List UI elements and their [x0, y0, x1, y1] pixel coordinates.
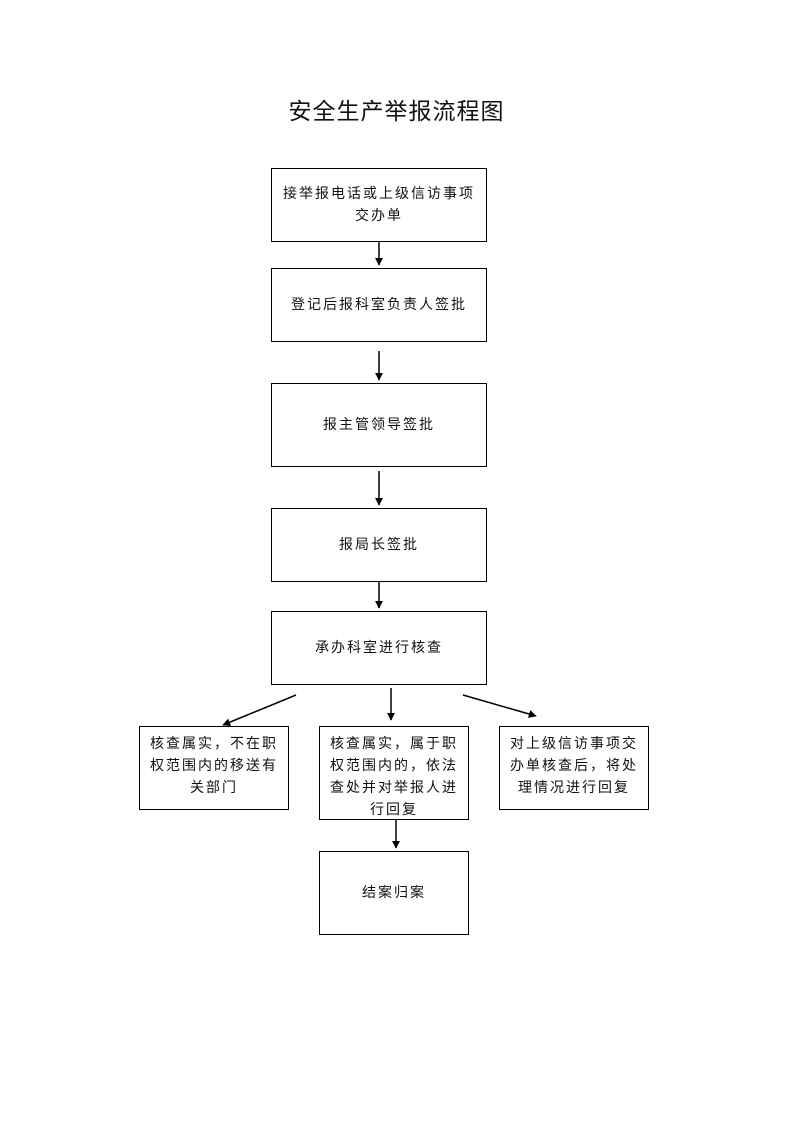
page-title: 安全生产举报流程图 — [288, 99, 505, 125]
branch-investigate-reply: 核查属实，属于职 权范围内的，依法 查处并对举报人进 行回复 — [319, 726, 469, 820]
step-text-line: 承办科室进行核查 — [315, 640, 443, 656]
branch-text-line: 理情况进行回复 — [518, 780, 630, 796]
step-text-line: 交办单 — [355, 208, 403, 224]
branch-reply-superior: 对上级信访事项交 办单核查后，将处 理情况进行回复 — [499, 726, 649, 810]
flow-step-director-approval: 报局长签批 — [271, 508, 487, 582]
flow-step-close-case: 结案归案 — [319, 851, 469, 935]
flow-step-receive-report: 接举报电话或上级信访事项 交办单 — [271, 168, 487, 242]
flow-step-register-section-approval: 登记后报科室负责人签批 — [271, 268, 487, 342]
branch-transfer-department: 核查属实，不在职 权范围内的移送有 关部门 — [139, 726, 289, 810]
final-text-line: 结案归案 — [362, 885, 426, 901]
branch-text-line: 对上级信访事项交 — [510, 736, 638, 752]
flow-step-verification: 承办科室进行核查 — [271, 611, 487, 685]
branch-text-line: 核查属实，不在职 — [150, 736, 278, 752]
branch-text-line: 行回复 — [370, 802, 418, 818]
branch-text-line: 核查属实，属于职 — [330, 736, 458, 752]
branch-text-line: 权范围内的移送有 — [150, 758, 278, 774]
branch-text-line: 办单核查后，将处 — [510, 758, 638, 774]
step-text-line: 登记后报科室负责人签批 — [291, 297, 467, 313]
step-text-line: 报局长签批 — [339, 537, 419, 553]
branch-text-line: 权范围内的，依法 — [330, 758, 458, 774]
step-text-line: 报主管领导签批 — [323, 417, 435, 433]
arrow-step5-to-branch3 — [462, 694, 537, 718]
flow-step-leader-approval: 报主管领导签批 — [271, 383, 487, 467]
branch-text-line: 查处并对举报人进 — [330, 780, 458, 796]
step-text-line: 接举报电话或上级信访事项 — [283, 186, 475, 202]
arrow-step5-to-branch1 — [222, 694, 297, 726]
branch-text-line: 关部门 — [190, 780, 238, 796]
